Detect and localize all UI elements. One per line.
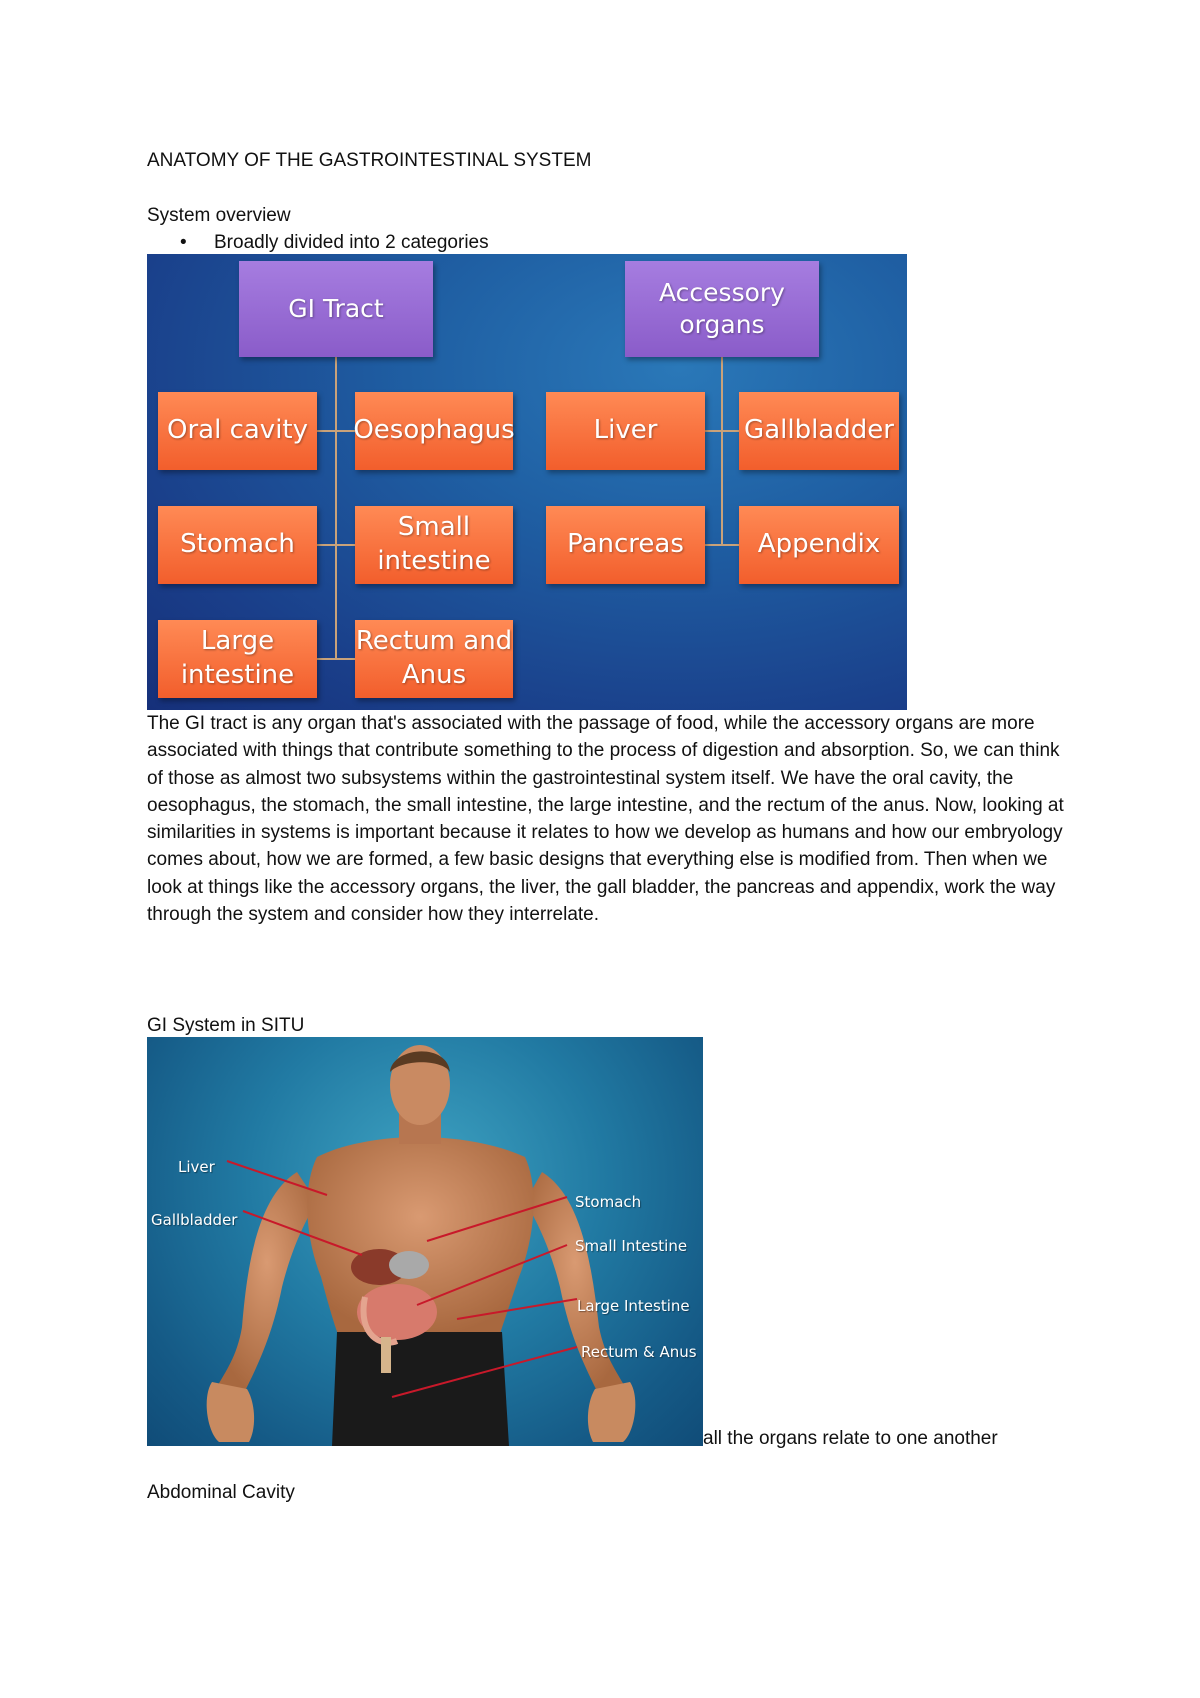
stomach-organ-shape bbox=[389, 1251, 429, 1279]
illustration-caption: all the organs relate to one another bbox=[703, 1428, 998, 1449]
left-arm-shape bbox=[217, 1172, 317, 1397]
gi-system-in-situ-illustration: Liver Gallbladder Stomach Small Intestin… bbox=[147, 1037, 703, 1446]
bullet-item: • Broadly divided into 2 categories bbox=[180, 229, 489, 256]
gi-item-box: Oral cavity bbox=[158, 392, 317, 470]
label-liver: Liver bbox=[178, 1158, 215, 1176]
large-intestine-pointer-arrow bbox=[456, 1298, 578, 1320]
large-intestine-organ-shape bbox=[360, 1296, 399, 1346]
right-arm-shape bbox=[525, 1172, 625, 1397]
accessory-item-box: Pancreas bbox=[546, 506, 705, 584]
accessory-item-box: Liver bbox=[546, 392, 705, 470]
label-rectum-anus: Rectum & Anus bbox=[581, 1343, 697, 1361]
document-title: ANATOMY OF THE GASTROINTESTINAL SYSTEM bbox=[147, 150, 592, 171]
section-heading-gi-system-in-situ: GI System in SITU bbox=[147, 1015, 305, 1036]
liver-pointer-arrow bbox=[226, 1160, 328, 1196]
rectum-organ-shape bbox=[381, 1337, 391, 1373]
section-heading-system-overview: System overview bbox=[147, 205, 291, 226]
stomach-pointer-arrow bbox=[426, 1196, 568, 1242]
label-large-intestine: Large Intestine bbox=[577, 1297, 690, 1315]
left-hand-shape bbox=[206, 1382, 255, 1442]
human-figure-drawing bbox=[206, 1045, 636, 1446]
small-intestine-pointer-arrow bbox=[416, 1244, 568, 1306]
gi-item-box: Oesophagus bbox=[353, 392, 515, 470]
label-small-intestine: Small Intestine bbox=[575, 1237, 688, 1255]
section-heading-abdominal-cavity: Abdominal Cavity bbox=[147, 1482, 295, 1503]
body-paragraph: The GI tract is any organ that's associa… bbox=[147, 713, 1064, 926]
gi-item-box: Small intestine bbox=[355, 506, 513, 584]
accessory-item-box: Appendix bbox=[739, 506, 899, 584]
gi-system-category-diagram: GI Tract Accessory organs Oral cavity Oe… bbox=[147, 254, 907, 710]
gallbladder-pointer-arrow bbox=[242, 1210, 363, 1256]
gi-item-box: Rectum and Anus bbox=[355, 620, 513, 698]
torso-shape bbox=[307, 1137, 534, 1337]
rectum-anus-pointer-arrow bbox=[391, 1346, 578, 1398]
gi-item-box: Stomach bbox=[158, 506, 317, 584]
gi-item-box: Large intestine bbox=[158, 620, 317, 698]
label-gallbladder: Gallbladder bbox=[151, 1211, 238, 1229]
right-hand-shape bbox=[587, 1382, 636, 1442]
accessory-item-box: Gallbladder bbox=[739, 392, 899, 470]
accessory-organs-header-box: Accessory organs bbox=[625, 261, 819, 357]
diagram-connectors bbox=[317, 357, 739, 660]
bullet-dot-icon: • bbox=[180, 232, 187, 253]
gi-tract-header-box: GI Tract bbox=[239, 261, 433, 357]
hair-shape bbox=[390, 1051, 450, 1072]
intestine-organ-shape bbox=[357, 1284, 437, 1340]
head-shape bbox=[390, 1045, 450, 1125]
label-stomach: Stomach bbox=[575, 1193, 642, 1211]
bullet-text: Broadly divided into 2 categories bbox=[214, 232, 489, 253]
